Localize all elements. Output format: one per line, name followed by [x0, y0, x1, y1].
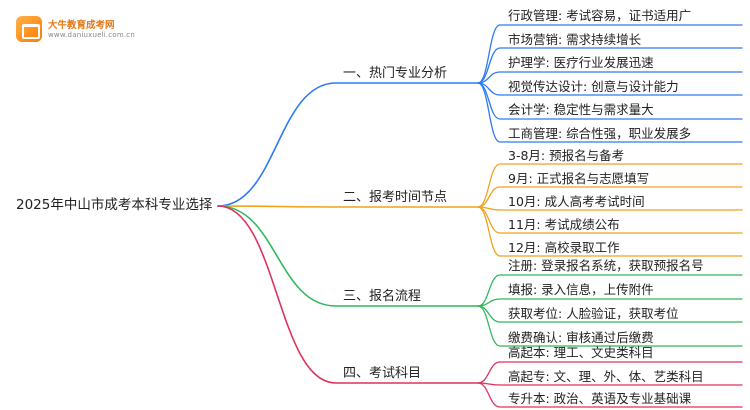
leaf-item: 视觉传达设计: 创意与设计能力: [508, 79, 679, 94]
leaf-item: 专升本: 政治、英语及专业基础课: [508, 391, 692, 406]
leaf-item: 市场营销: 需求持续增长: [508, 32, 642, 47]
leaf-item: 行政管理: 考试容易，证书适用广: [508, 8, 692, 23]
branch-connector: [217, 205, 479, 384]
leaf-connector: [477, 82, 743, 143]
branch-connector: [217, 205, 479, 307]
branch-hot-majors: 一、热门专业分析: [343, 66, 448, 81]
leaf-item: 获取考位: 人脸验证，获取考位: [508, 306, 679, 321]
branch-process: 三、报名流程: [343, 289, 422, 304]
leaf-connector: [477, 274, 743, 307]
branch-timeline: 二、报考时间节点: [343, 190, 448, 205]
leaf-item: 护理学: 医疗行业发展迅速: [508, 55, 654, 70]
leaf-item: 注册: 登录报名系统，获取预报名号: [508, 258, 704, 273]
leaf-item: 9月: 正式报名与志愿填写: [508, 171, 650, 186]
leaf-item: 高起专: 文、理、外、体、艺类科目: [508, 369, 704, 384]
leaf-connector: [477, 47, 743, 84]
leaf-item: 工商管理: 综合性强，职业发展多: [508, 126, 692, 141]
leaf-item: 10月: 成人高考考试时间: [508, 194, 645, 209]
leaf-connector: [477, 206, 743, 257]
leaf-item: 高起本: 理工、文史类科目: [508, 345, 654, 360]
root-topic: 2025年中山市成考本科专业选择: [16, 197, 213, 213]
book-icon: [16, 16, 42, 42]
logo-url: www.daniuxueli.com.cn: [48, 31, 135, 39]
leaf-connector: [477, 382, 743, 408]
leaf-connector: [477, 361, 743, 384]
leaf-connector: [477, 298, 743, 307]
leaf-connector: [477, 163, 743, 208]
leaf-item: 3-8月: 预报名与备考: [508, 148, 625, 163]
leaf-item: 缴费确认: 审核通过后缴费: [508, 330, 654, 345]
branch-connector: [217, 205, 479, 208]
leaf-item: 会计学: 稳定性与需求量大: [508, 102, 654, 117]
branch-connector: [217, 82, 479, 207]
branch-subjects: 四、考试科目: [343, 366, 422, 381]
leaf-item: 12月: 高校录取工作: [508, 240, 620, 255]
leaf-item: 11月: 考试成绩公布: [508, 217, 620, 232]
logo-name: 大牛教育成考网: [48, 20, 115, 31]
leaf-connector: [477, 71, 743, 84]
leaf-item: 填报: 录入信息，上传附件: [508, 282, 654, 297]
site-logo: 大牛教育成考网 www.daniuxueli.com.cn: [16, 14, 136, 48]
leaf-connector: [477, 305, 743, 347]
leaf-connector: [477, 186, 743, 208]
